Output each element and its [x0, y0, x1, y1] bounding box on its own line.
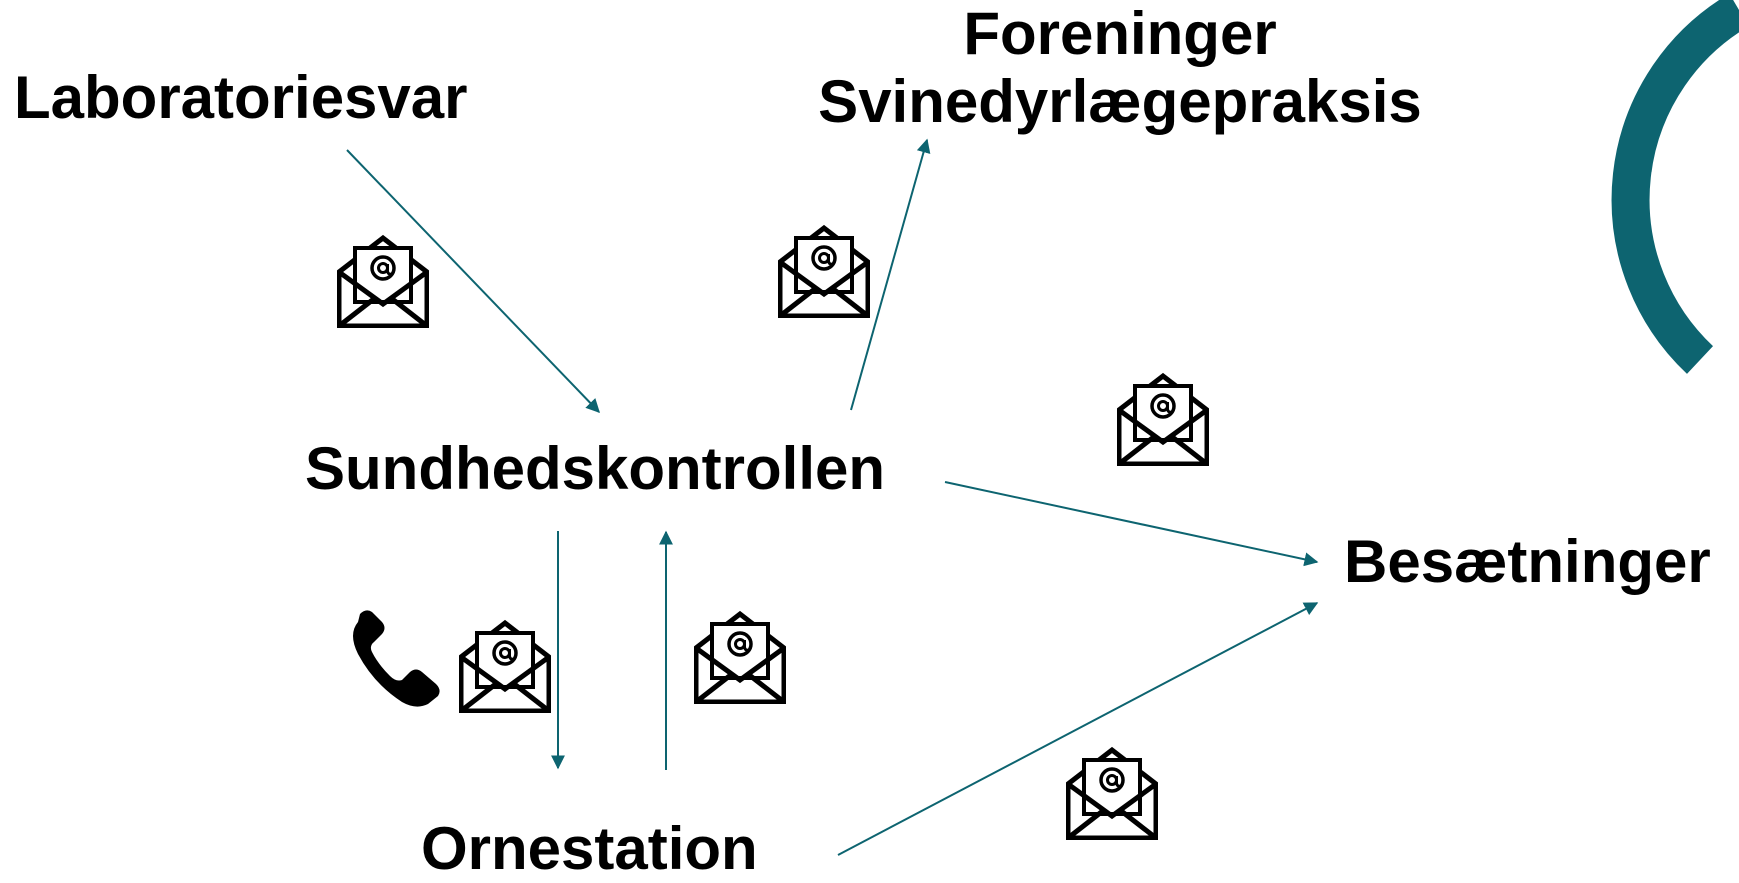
email-envelope-icon — [1119, 376, 1207, 464]
arrow-ornestation-to-besaetninger — [837, 602, 1319, 856]
node-besaetninger: Besætninger — [1344, 528, 1711, 595]
node-foreninger-line1: Foreninger — [963, 0, 1277, 67]
node-laboratoriesvar: Laboratoriesvar — [14, 64, 468, 131]
node-sundhedskontrollen: Sundhedskontrollen — [305, 435, 886, 502]
logo-ring — [1611, 0, 1739, 374]
email-envelope-icon — [696, 614, 784, 702]
email-envelope-icon — [1068, 750, 1156, 838]
phone-handset-icon — [353, 610, 440, 707]
node-foreninger-svinedyrlaegepraksis: Foreninger Svinedyrlægepraksis — [775, 0, 1465, 136]
arrow-sundhedskontrollen-to-foreninger — [850, 138, 931, 411]
arrow-laboratoriesvar-to-sundhedskontrollen — [346, 149, 600, 414]
email-envelope-icon — [461, 623, 549, 711]
node-ornestation: Ornestation — [421, 815, 758, 882]
arrow-sundhedskontrollen-to-besaetninger — [944, 481, 1319, 567]
email-envelope-icon — [780, 228, 868, 316]
email-envelope-icon — [339, 238, 427, 326]
node-foreninger-line2: Svinedyrlægepraksis — [818, 68, 1422, 135]
